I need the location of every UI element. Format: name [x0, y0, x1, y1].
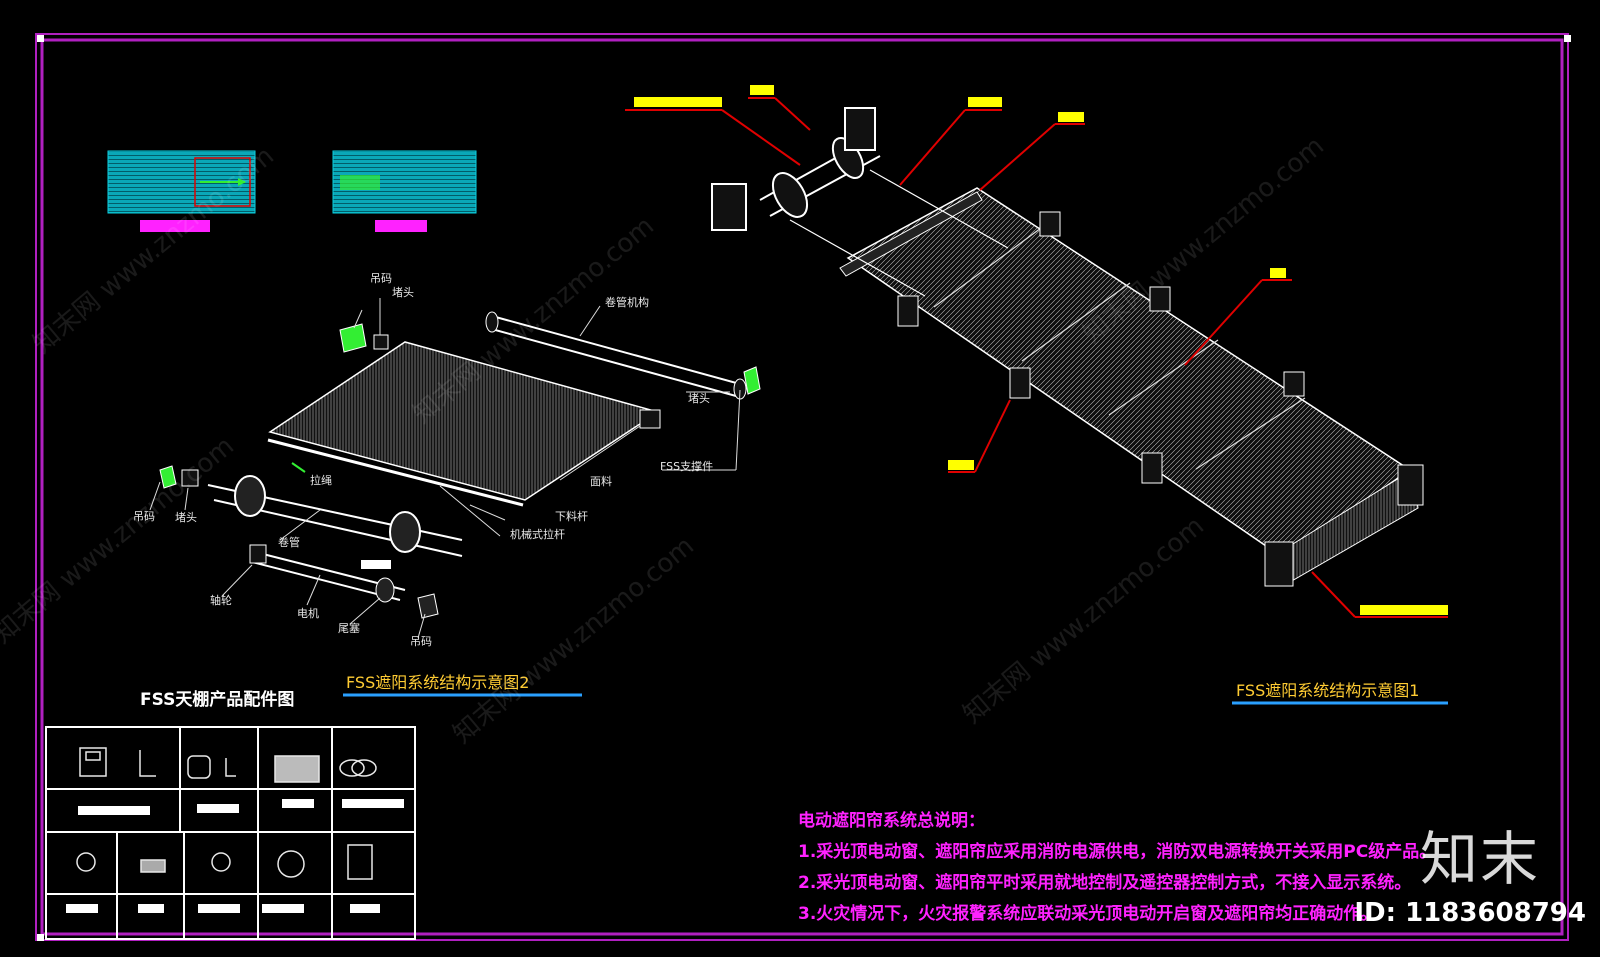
label-right-end: 堵头 — [688, 391, 710, 405]
notes-item-2: 2.采光顶电动窗、遮阳帘平时采用就地控制及遥控器控制方式，不接入显示系统。 — [798, 873, 1412, 893]
notes-heading: 电动遮阳帘系统总说明： — [798, 811, 985, 831]
label-left-cap: 堵头 — [175, 510, 197, 524]
diagram1-assembly — [625, 85, 1448, 618]
label-handle: 拉绳 — [310, 473, 332, 487]
label-right-bracket: FSS支撑件 — [660, 459, 713, 473]
thumbnail-right — [332, 150, 477, 232]
brand-logo: 知末 — [1419, 825, 1540, 893]
label-end-cap: 尾塞 — [338, 621, 360, 635]
diagram2-assembly — [149, 298, 761, 639]
diagram2-title: FSS遮阳系统结构示意图2 — [346, 673, 529, 692]
parts-icons — [76, 747, 377, 880]
diagram2-labels: 吊码 堵头 卷管机构 堵头 FSS支撑件 面料 拉绳 下料杆 机械式拉杆 吊码 … — [133, 272, 713, 648]
system-notes: 电动遮阳帘系统总说明： 1.采光顶电动窗、遮阳帘应采用消防电源供电，消防双电源转… — [798, 806, 1518, 930]
inner-frame — [40, 38, 1564, 936]
label-top-bracket: 吊码 — [370, 272, 392, 285]
label-tube: 卷管 — [278, 535, 300, 549]
label-right-mount: 吊码 — [410, 635, 432, 648]
image-id: ID: 1183608794 — [1354, 898, 1586, 928]
diagram1-title: FSS遮阳系统结构示意图1 — [1236, 681, 1419, 700]
label-top-cap: 堵头 — [392, 285, 414, 299]
label-left-bracket: 吊码 — [133, 510, 155, 523]
notes-item-3: 3.火灾情况下，火灾报警系统应联动采光顶电动开启窗及遮阳帘均正确动作。 — [798, 904, 1378, 924]
parts-captions — [66, 799, 404, 913]
label-bottom-bar: 下料杆 — [555, 509, 588, 523]
parts-title: FSS天棚产品配件图 — [140, 689, 294, 710]
outer-frame — [35, 33, 1569, 941]
parts-table — [45, 726, 416, 940]
thumbnail-left — [107, 150, 256, 232]
label-shaft: 卷管机构 — [605, 295, 649, 309]
label-fabric: 面料 — [590, 474, 612, 488]
label-gear: 轴轮 — [210, 593, 232, 607]
label-motor: 电机 — [297, 606, 319, 620]
notes-item-1: 1.采光顶电动窗、遮阳帘应采用消防电源供电，消防双电源转换开关采用PC级产品。 — [798, 842, 1437, 862]
label-bottom-connector: 机械式拉杆 — [510, 527, 565, 541]
